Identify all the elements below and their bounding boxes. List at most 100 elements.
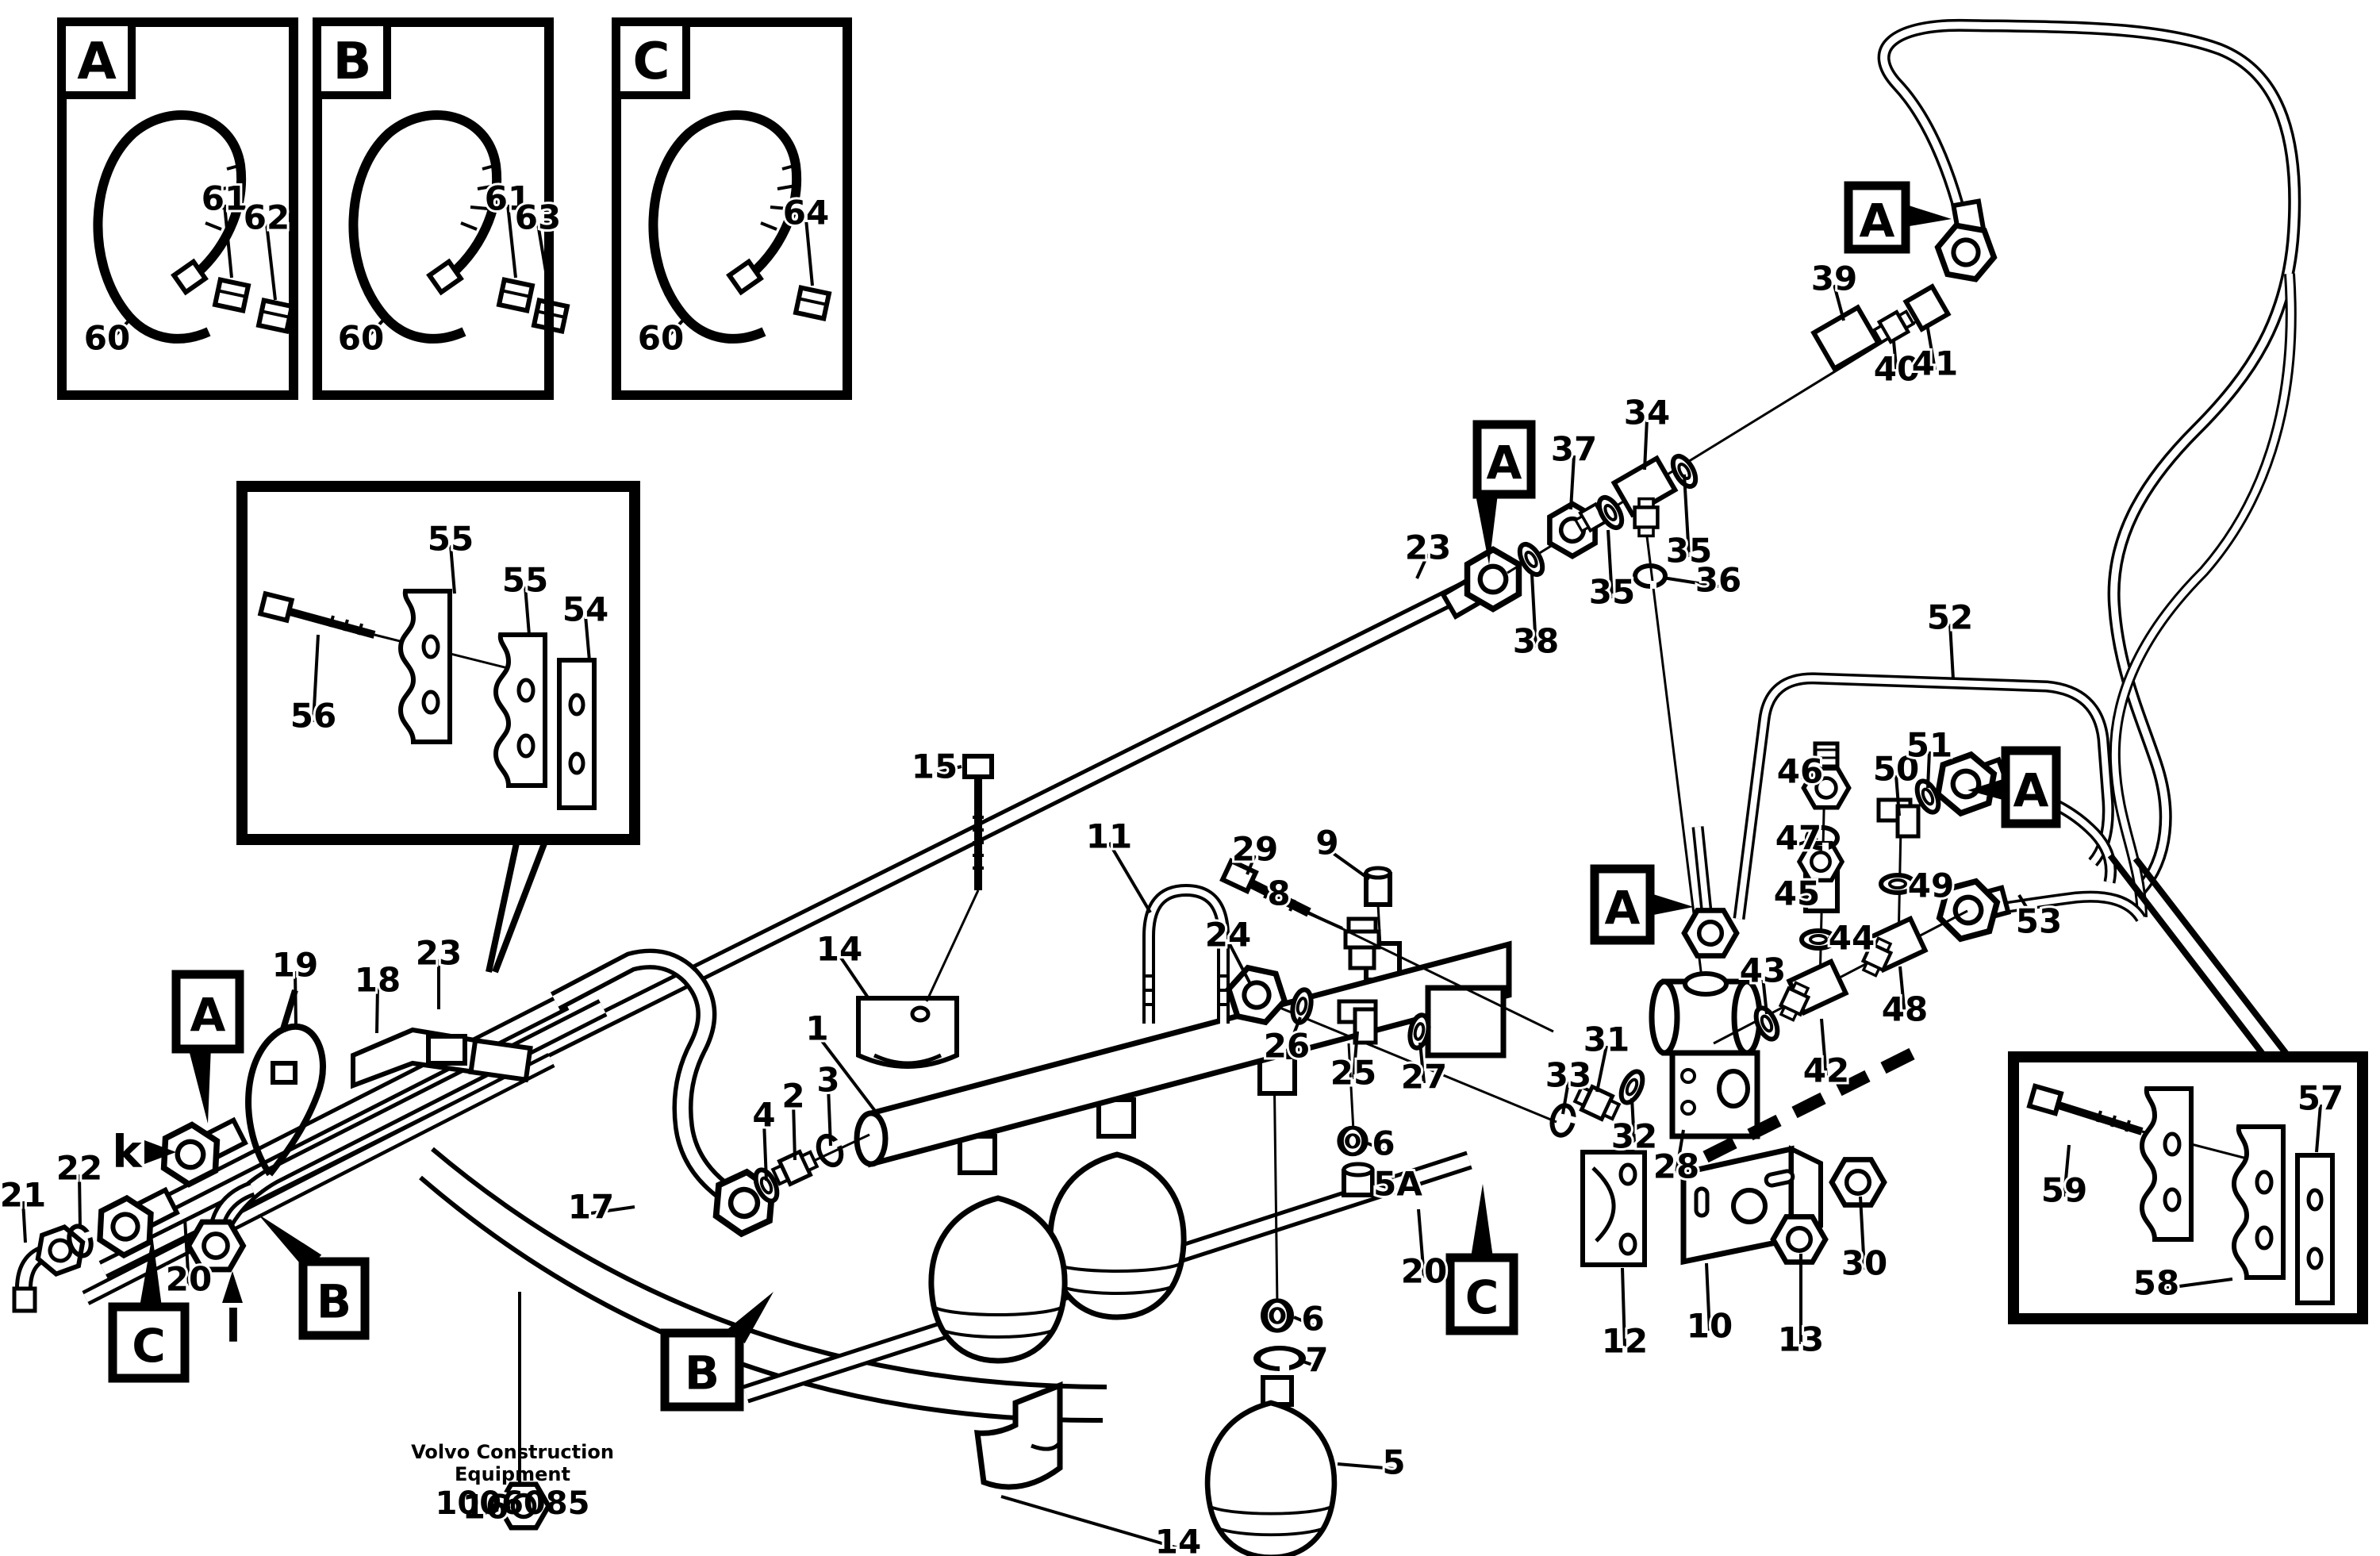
leader-line — [659, 314, 689, 346]
u-bolt-11 — [1142, 883, 1230, 1024]
ref-letter: A — [2013, 763, 2049, 817]
callout-2: 2 — [781, 1077, 804, 1116]
leader-line — [1000, 1495, 1179, 1550]
callout-20: 20 — [166, 1260, 212, 1299]
ref-arrow — [1471, 1184, 1493, 1258]
fittings-38-34-36 — [1515, 283, 1952, 589]
leader-line — [1798, 836, 1818, 846]
leader-line — [1595, 1045, 1608, 1093]
leader-line — [1827, 936, 1852, 946]
callout-44: 44 — [1829, 919, 1875, 958]
leader-line — [1278, 898, 1343, 930]
callout-52: 52 — [1927, 598, 1973, 637]
callout-27: 27 — [1401, 1058, 1447, 1097]
leader-line — [1293, 1316, 1314, 1327]
callout-58: 58 — [2133, 1264, 2179, 1303]
leader-line — [1415, 553, 1430, 579]
leader-line — [1675, 1129, 1685, 1174]
callout-21: 21 — [0, 1176, 46, 1215]
callout-15: 15 — [912, 747, 958, 786]
leader-line — [524, 586, 531, 636]
leader-line — [2017, 893, 2040, 929]
fittings-4-2-3 — [704, 1131, 870, 1240]
leader-line — [1925, 323, 1937, 371]
leader-line — [934, 765, 962, 774]
callout-14: 14 — [1155, 1523, 1201, 1556]
callout-46: 46 — [1777, 752, 1823, 791]
hose-17 — [550, 948, 747, 1212]
legend-letter-box — [612, 18, 690, 99]
leader-line — [312, 634, 320, 723]
callout-14: 14 — [816, 930, 862, 969]
leader-line — [1908, 884, 1932, 893]
callout-26: 26 — [1264, 1027, 1310, 1066]
ref-letter: B — [317, 1275, 351, 1329]
callout-11: 11 — [1086, 817, 1132, 856]
leader-line — [827, 1085, 832, 1147]
legend-box-b — [313, 17, 554, 400]
leader-line — [1894, 774, 1901, 816]
leader-line — [1246, 855, 1257, 875]
callout-49: 49 — [1908, 866, 1954, 905]
callout-54: 54 — [562, 590, 608, 629]
clamp-14-upper — [856, 996, 959, 1069]
callout-56: 56 — [290, 697, 336, 736]
ref-arrow — [1967, 778, 2006, 801]
callout-35: 35 — [1589, 573, 1635, 612]
callout-6: 6 — [1372, 1124, 1395, 1163]
ref-box-a — [1590, 864, 1655, 945]
callout-64: 64 — [783, 194, 829, 232]
leader-line — [1298, 1358, 1318, 1368]
leader-line — [838, 954, 871, 1001]
callout-40: 40 — [1874, 350, 1920, 389]
ref-arrow — [1905, 205, 1952, 227]
callout-50: 50 — [1873, 750, 1919, 789]
bracket-10 — [1680, 1145, 1823, 1266]
callout-25: 25 — [1330, 1054, 1376, 1093]
callout-60: 60 — [638, 319, 684, 358]
callout-63: 63 — [515, 198, 561, 237]
callout-37: 37 — [1551, 430, 1597, 469]
callout-60: 60 — [84, 319, 130, 358]
callout-48: 48 — [1882, 990, 1928, 1029]
pointer-arrow — [144, 1140, 176, 1164]
ref-arrow — [258, 1214, 322, 1272]
callout-35: 35 — [1666, 532, 1712, 571]
leader-line — [1799, 770, 1820, 779]
callout-18: 18 — [355, 961, 401, 1000]
leader-line — [1833, 284, 1845, 321]
bolt-15 — [925, 756, 992, 1002]
leader-line — [2155, 1277, 2233, 1291]
callout-33: 33 — [1545, 1056, 1591, 1095]
callout-5: 5 — [1382, 1443, 1405, 1482]
leader-line — [223, 204, 233, 279]
callout-31: 31 — [1583, 1020, 1630, 1059]
legend-letter-box — [313, 18, 391, 99]
ref-letter: C — [1465, 1270, 1499, 1324]
callout-23: 23 — [416, 934, 462, 973]
leader-line — [1761, 976, 1768, 1015]
leader-line — [375, 985, 379, 1034]
leader-line — [1662, 576, 1719, 588]
callout-16: 16 — [463, 1488, 509, 1527]
callout-34: 34 — [1624, 394, 1670, 432]
callout-60: 60 — [338, 319, 384, 358]
leader-line — [584, 615, 591, 662]
leader-line — [1367, 1142, 1384, 1151]
leader-line — [1285, 1016, 1302, 1053]
ref-letter: A — [1487, 436, 1522, 490]
leader-line — [1561, 1081, 1570, 1115]
clamp-box-59 — [2008, 853, 2368, 1324]
callout-59: 59 — [2041, 1171, 2087, 1210]
callout-51: 51 — [1906, 726, 1952, 765]
footer-brand-line1: Volvo Construction — [411, 1441, 614, 1463]
leader-line — [1892, 340, 1898, 376]
nut-30 — [1832, 1159, 1884, 1204]
hose-52-loop — [1684, 672, 2114, 956]
leader-line — [1643, 418, 1649, 471]
leader-line — [1948, 623, 1955, 680]
leader-line — [1926, 751, 1931, 789]
